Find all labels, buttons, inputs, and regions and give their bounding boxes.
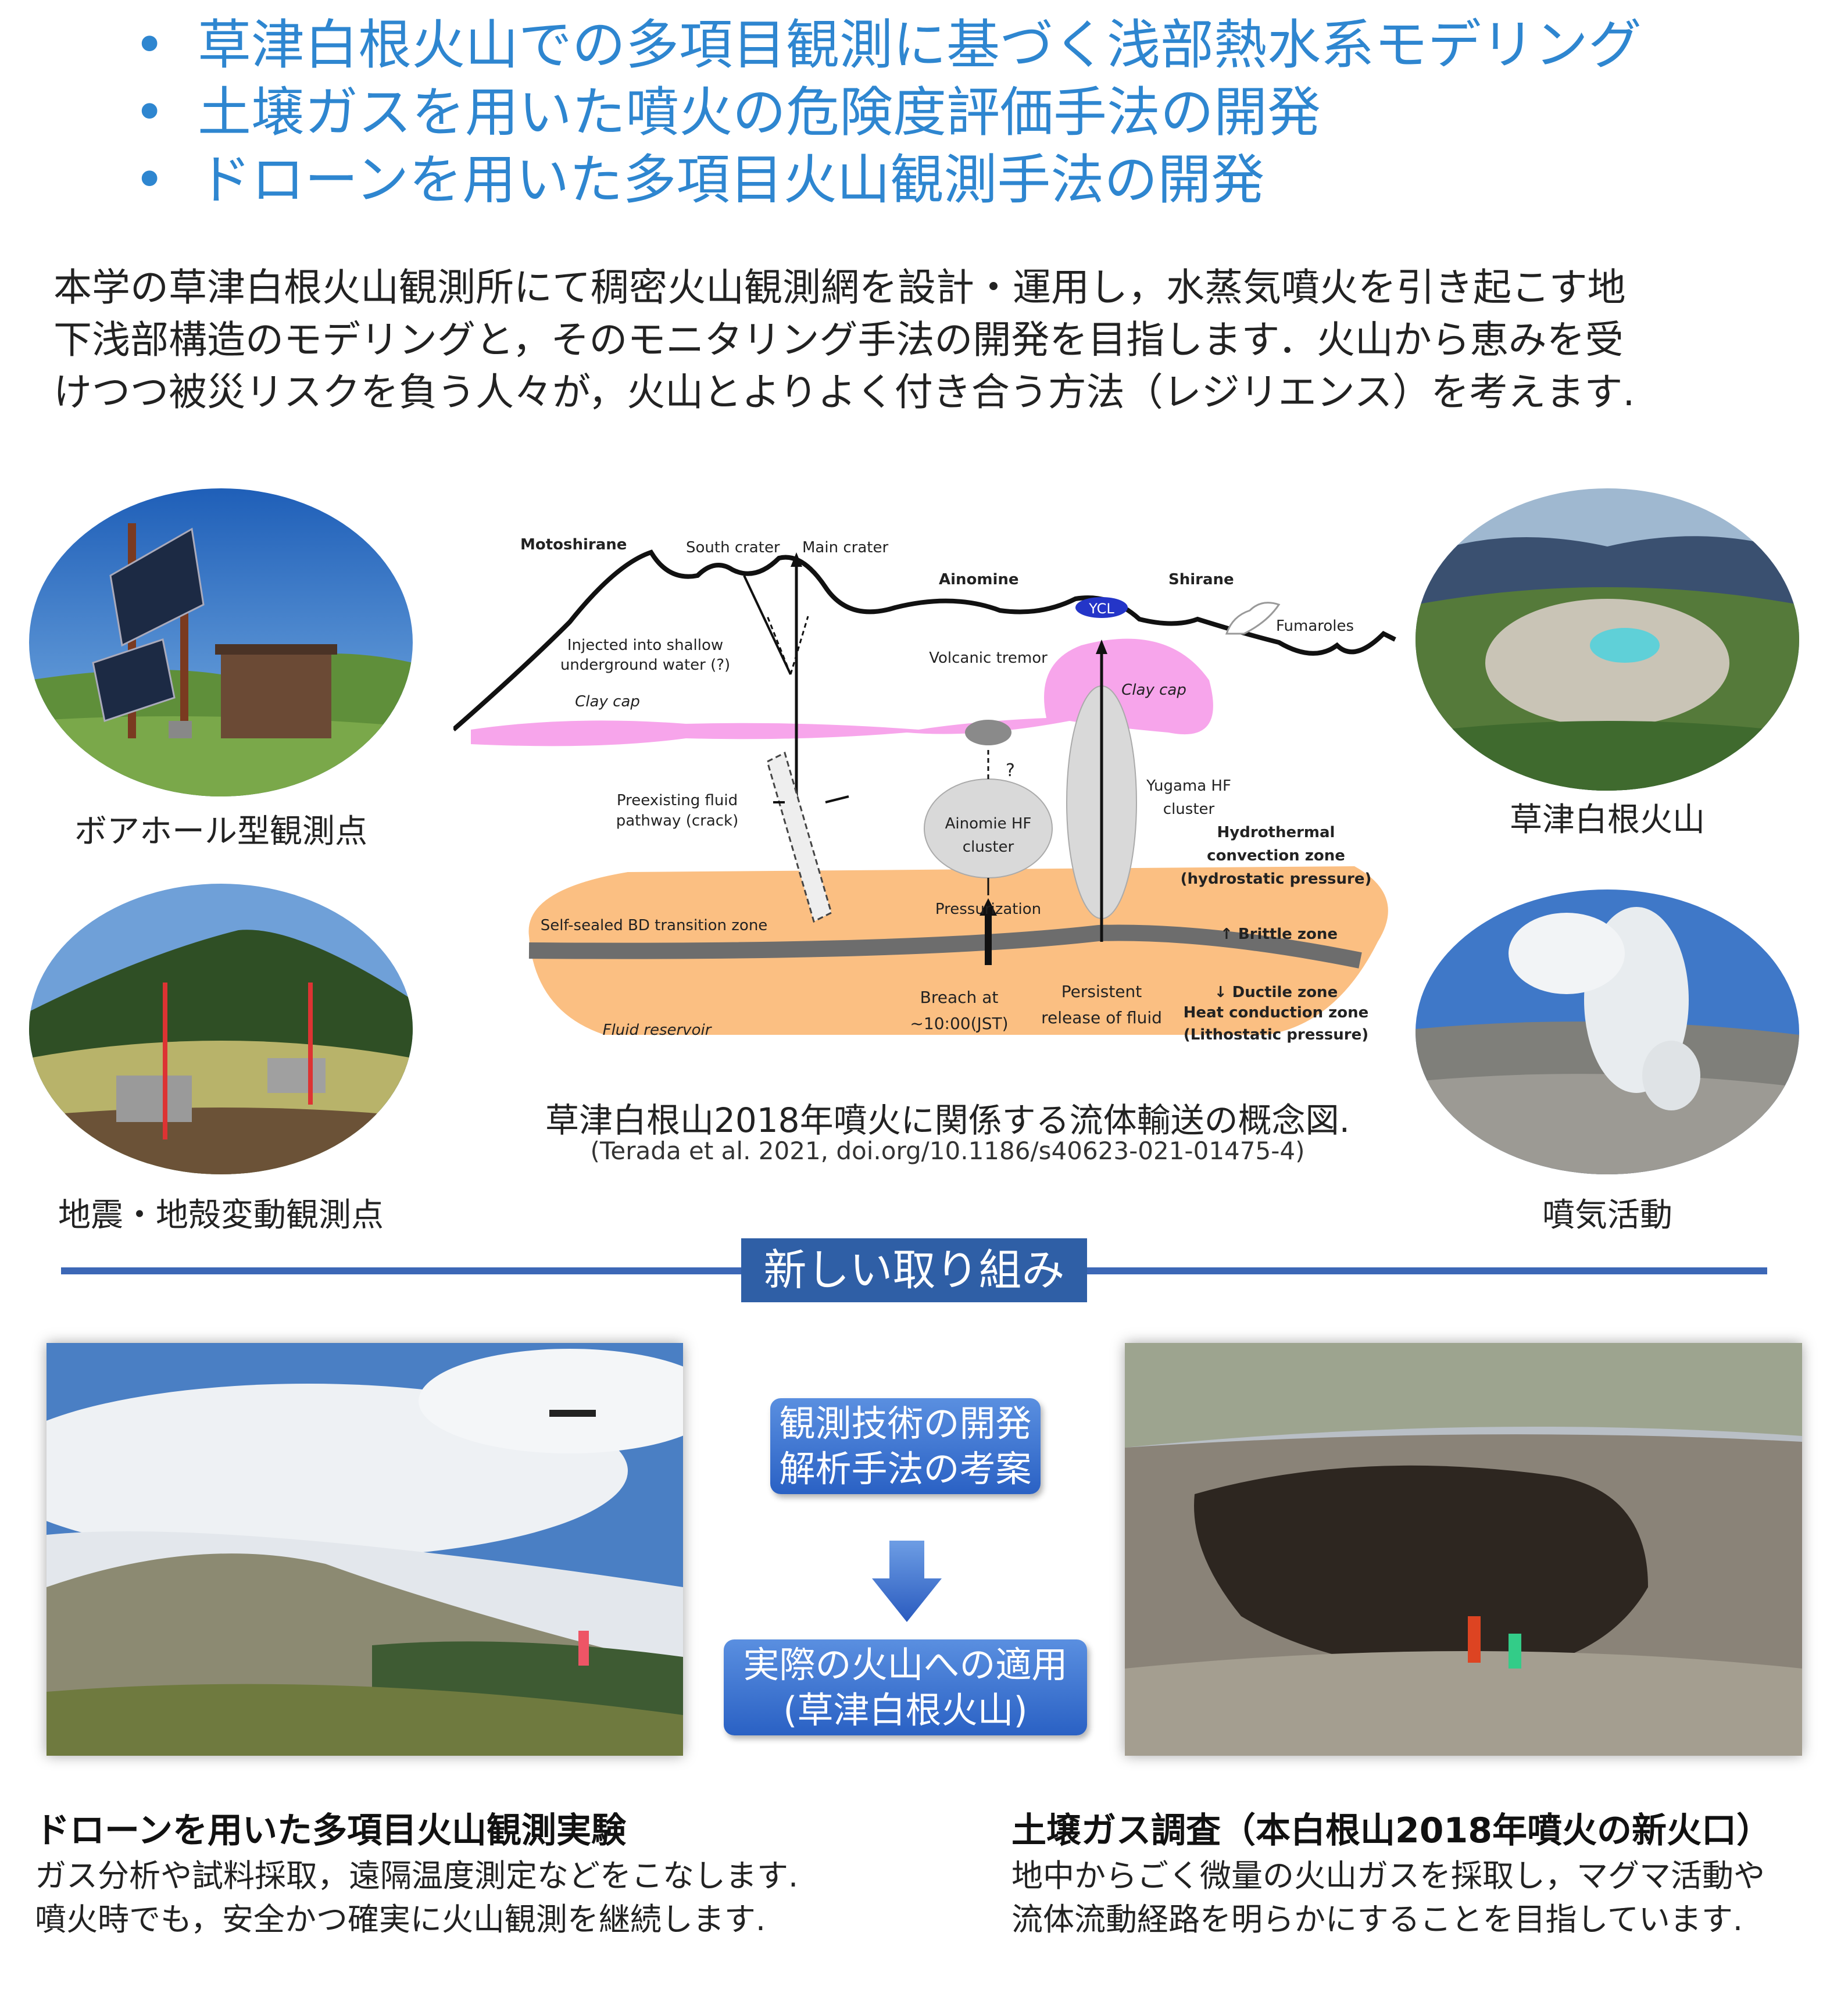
- borehole-station-photo: [29, 488, 413, 796]
- fluid-transport-diagram: YCL Motoshirane South crater Main crater…: [452, 488, 1418, 1070]
- seismic-station-photo: [29, 884, 413, 1174]
- soil-gas-text: 地中からごく微量の火山ガスを採取し，マグマ活動や: [1011, 1857, 1765, 1894]
- shirane-label: Shirane: [1168, 571, 1234, 588]
- fumarole-caption: 噴気活動: [1542, 1196, 1672, 1234]
- tremor-question-mark: ?: [1006, 760, 1015, 781]
- drone-experiment-text: 噴火時でも，安全かつ確実に火山観測を継続します.: [35, 1901, 766, 1938]
- persistent-label-1: Persistent: [1061, 982, 1142, 1001]
- new-efforts-badge: 新しい取り組み: [741, 1238, 1087, 1302]
- soil-gas-title: 土壌ガス調査（本白根山2018年噴火の新火口）: [1011, 1810, 1771, 1851]
- intro-line: けつつ被災リスクを負う人々が，火山とよりよく付き合う方法（レジリエンス）を考えま…: [53, 370, 1635, 415]
- clay-cap-left-label: Clay cap: [575, 693, 640, 710]
- objective-text: 土壌ガスを用いた噴火の危険度評価手法の開発: [198, 81, 1321, 144]
- south-crater-label: South crater: [686, 539, 780, 556]
- ycl-label: YCL: [1088, 601, 1114, 617]
- diagram-citation: (Terada et al. 2021, doi.org/10.1186/s40…: [590, 1137, 1305, 1165]
- ycl-lake-shape: [1075, 597, 1128, 618]
- motoshirane-label: Motoshirane: [520, 536, 627, 553]
- yugama-label-2: cluster: [1163, 801, 1215, 818]
- crack-arrow: [825, 795, 849, 803]
- down-arrow-icon: [872, 1541, 942, 1622]
- volcanic-tremor-label: Volcanic tremor: [929, 649, 1048, 667]
- hydrothermal-label-2: convection zone: [1207, 847, 1345, 864]
- objective-item: • 草津白根火山での多項目観測に基づく浅部熱水系モデリング: [134, 12, 1820, 79]
- main-crater-label: Main crater: [802, 539, 888, 556]
- main-crater-arrowhead: [791, 552, 802, 567]
- injected-label-1: Injected into shallow: [567, 637, 723, 654]
- intro-paragraph: 本学の草津白根火山観測所にて稠密火山観測網を設計・運用し，水蒸気噴火を引き起こす…: [53, 262, 1797, 419]
- ainomie-label-2: cluster: [963, 838, 1014, 856]
- breach-arrowhead: [980, 898, 997, 916]
- fumarole-plume-shape: [1225, 602, 1281, 635]
- seismic-caption: 地震・地殻変動観測点: [58, 1196, 384, 1234]
- preexisting-label-1: Preexisting fluid: [617, 792, 738, 809]
- fumarole-photo: [1416, 889, 1799, 1174]
- surface-topography: [452, 549, 1396, 732]
- preexisting-crack-shape: [766, 751, 832, 923]
- pressurization-label: Pressurization: [935, 901, 1041, 918]
- objective-item: • ドローンを用いた多項目火山観測手法の開発: [134, 147, 1820, 214]
- bd-transition-band: [528, 924, 1362, 969]
- volcano-caption: 草津白根火山: [1510, 801, 1705, 839]
- fumaroles-label: Fumaroles: [1276, 617, 1354, 635]
- box-line: 実際の火山への適用: [743, 1644, 1068, 1686]
- objective-text: ドローンを用いた多項目火山観測手法の開発: [198, 149, 1265, 211]
- ductile-zone-label: ↓ Ductile zone: [1214, 984, 1338, 1001]
- injected-label-2: underground water (?): [560, 656, 730, 674]
- real-volcano-box: 実際の火山への適用 (草津白根火山): [724, 1639, 1087, 1735]
- diagram-caption: 草津白根山2018年噴火に関係する流体輸送の概念図.: [545, 1101, 1350, 1140]
- breach-label-1: Breach at: [920, 988, 999, 1007]
- bullet-marker: •: [134, 149, 166, 211]
- box-line: (草津白根火山): [783, 1689, 1028, 1731]
- yugama-label-1: Yugama HF: [1146, 777, 1231, 795]
- clay-cap-shape: [471, 638, 1213, 746]
- borehole-caption: ボアホール型観測点: [74, 813, 367, 851]
- brittle-zone-label: ↑ Brittle zone: [1220, 926, 1338, 943]
- objective-text: 草津白根火山での多項目観測に基づく浅部熱水系モデリング: [198, 14, 1642, 76]
- fluid-reservoir-label: Fluid reservoir: [603, 1021, 713, 1039]
- box-line: 観測技術の開発: [779, 1402, 1032, 1445]
- intro-line: 本学の草津白根火山観測所にて稠密火山観測網を設計・運用し，水蒸気噴火を引き起こす…: [53, 265, 1626, 310]
- persistent-label-2: release of fluid: [1041, 1008, 1162, 1027]
- objective-item: • 土壌ガスを用いた噴火の危険度評価手法の開発: [134, 79, 1820, 147]
- soil-gas-text: 流体流動経路を明らかにすることを目指しています.: [1011, 1901, 1743, 1938]
- ainomie-label-1: Ainomie HF: [945, 815, 1032, 833]
- injected-arrow-dashed: [789, 616, 809, 675]
- bullet-marker: •: [134, 14, 166, 76]
- clay-cap-right-label: Clay cap: [1121, 681, 1186, 699]
- drone-experiment-text: ガス分析や試料採取，遠隔温度測定などをこなします.: [35, 1857, 799, 1894]
- ainomine-label: Ainomine: [939, 571, 1019, 588]
- tech-development-box: 観測技術の開発 解析手法の考案: [770, 1398, 1041, 1494]
- lithostatic-label: (Lithostatic pressure): [1184, 1026, 1368, 1044]
- drone-experiment-photo: [47, 1343, 683, 1756]
- drone-experiment-title: ドローンを用いた多項目火山観測実験: [35, 1810, 626, 1851]
- objectives-list: • 草津白根火山での多項目観測に基づく浅部熱水系モデリング • 土壌ガスを用いた…: [134, 12, 1820, 214]
- preexisting-label-2: pathway (crack): [616, 812, 739, 830]
- south-crater-arrow: [743, 575, 792, 675]
- heat-conduction-label: Heat conduction zone: [1184, 1004, 1369, 1021]
- persistent-release-arrowhead: [1096, 640, 1107, 654]
- self-sealed-label: Self-sealed BD transition zone: [541, 917, 768, 934]
- bullet-marker: •: [134, 81, 166, 144]
- soil-gas-survey-photo: [1125, 1343, 1802, 1756]
- diagram-svg: YCL Motoshirane South crater Main crater…: [452, 536, 1396, 1044]
- volcano-photo: [1416, 488, 1799, 791]
- box-line: 解析手法の考案: [779, 1448, 1032, 1490]
- hydrothermal-label-1: Hydrothermal: [1217, 824, 1335, 841]
- tremor-source-shape: [965, 720, 1011, 745]
- hydrothermal-label-3: (hydrostatic pressure): [1181, 870, 1372, 888]
- breach-label-2: ~10:00(JST): [910, 1014, 1008, 1033]
- injected-arrow-dashed: [766, 616, 792, 675]
- intro-line: 下浅部構造のモデリングと，そのモニタリング手法の開発を目指します．火山から恵みを…: [53, 317, 1624, 362]
